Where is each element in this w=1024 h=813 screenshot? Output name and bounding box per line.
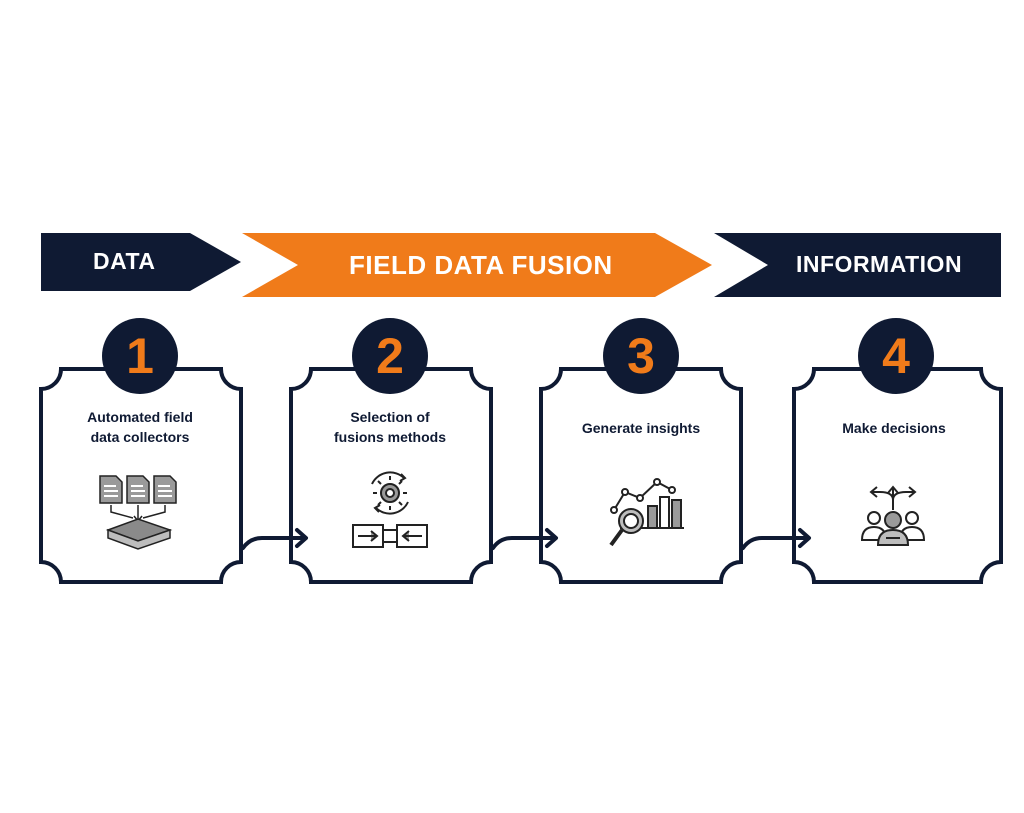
data-banner-shape — [41, 233, 241, 291]
documents-to-tray-icon — [99, 475, 177, 550]
fusion-banner-shape — [242, 233, 712, 297]
step-title-3: Generate insights — [551, 418, 731, 438]
analytics-magnifier-icon — [609, 478, 684, 547]
step-number-2: 2 — [376, 328, 404, 384]
decision-arrows-people-icon — [860, 485, 926, 546]
step-box-2 — [289, 367, 493, 584]
step-number-1: 1 — [126, 328, 154, 384]
step-circle-2 — [352, 318, 428, 394]
step-number-4: 4 — [882, 328, 910, 384]
gear-merge-arrows-icon — [352, 471, 428, 548]
connector-arrow-1-2 — [241, 528, 308, 550]
information-banner-shape — [714, 233, 1001, 297]
connector-arrow-3-4 — [741, 528, 811, 550]
step-circle-1 — [102, 318, 178, 394]
step-title-1: Automated field data collectors — [50, 407, 230, 447]
connector-arrow-2-3 — [491, 528, 558, 550]
step-number-3: 3 — [627, 328, 655, 384]
step-title-3-text: Generate insights — [581, 420, 701, 436]
fusion-banner-label: FIELD DATA FUSION — [349, 250, 613, 280]
step-title-4: Make decisions — [804, 418, 984, 438]
step-box-4 — [792, 367, 1003, 584]
step-title-2: Selection of fusions methods — [300, 407, 480, 447]
step-title-1-text: Automated field data collectors — [87, 409, 193, 445]
data-banner-label: DATA — [93, 248, 156, 274]
step-title-2-text: Selection of fusions methods — [333, 409, 446, 445]
step-circle-4 — [858, 318, 934, 394]
step-circle-3 — [603, 318, 679, 394]
step-box-3 — [539, 367, 743, 584]
information-banner-label: INFORMATION — [796, 251, 963, 277]
step-title-4-text: Make decisions — [842, 420, 946, 436]
